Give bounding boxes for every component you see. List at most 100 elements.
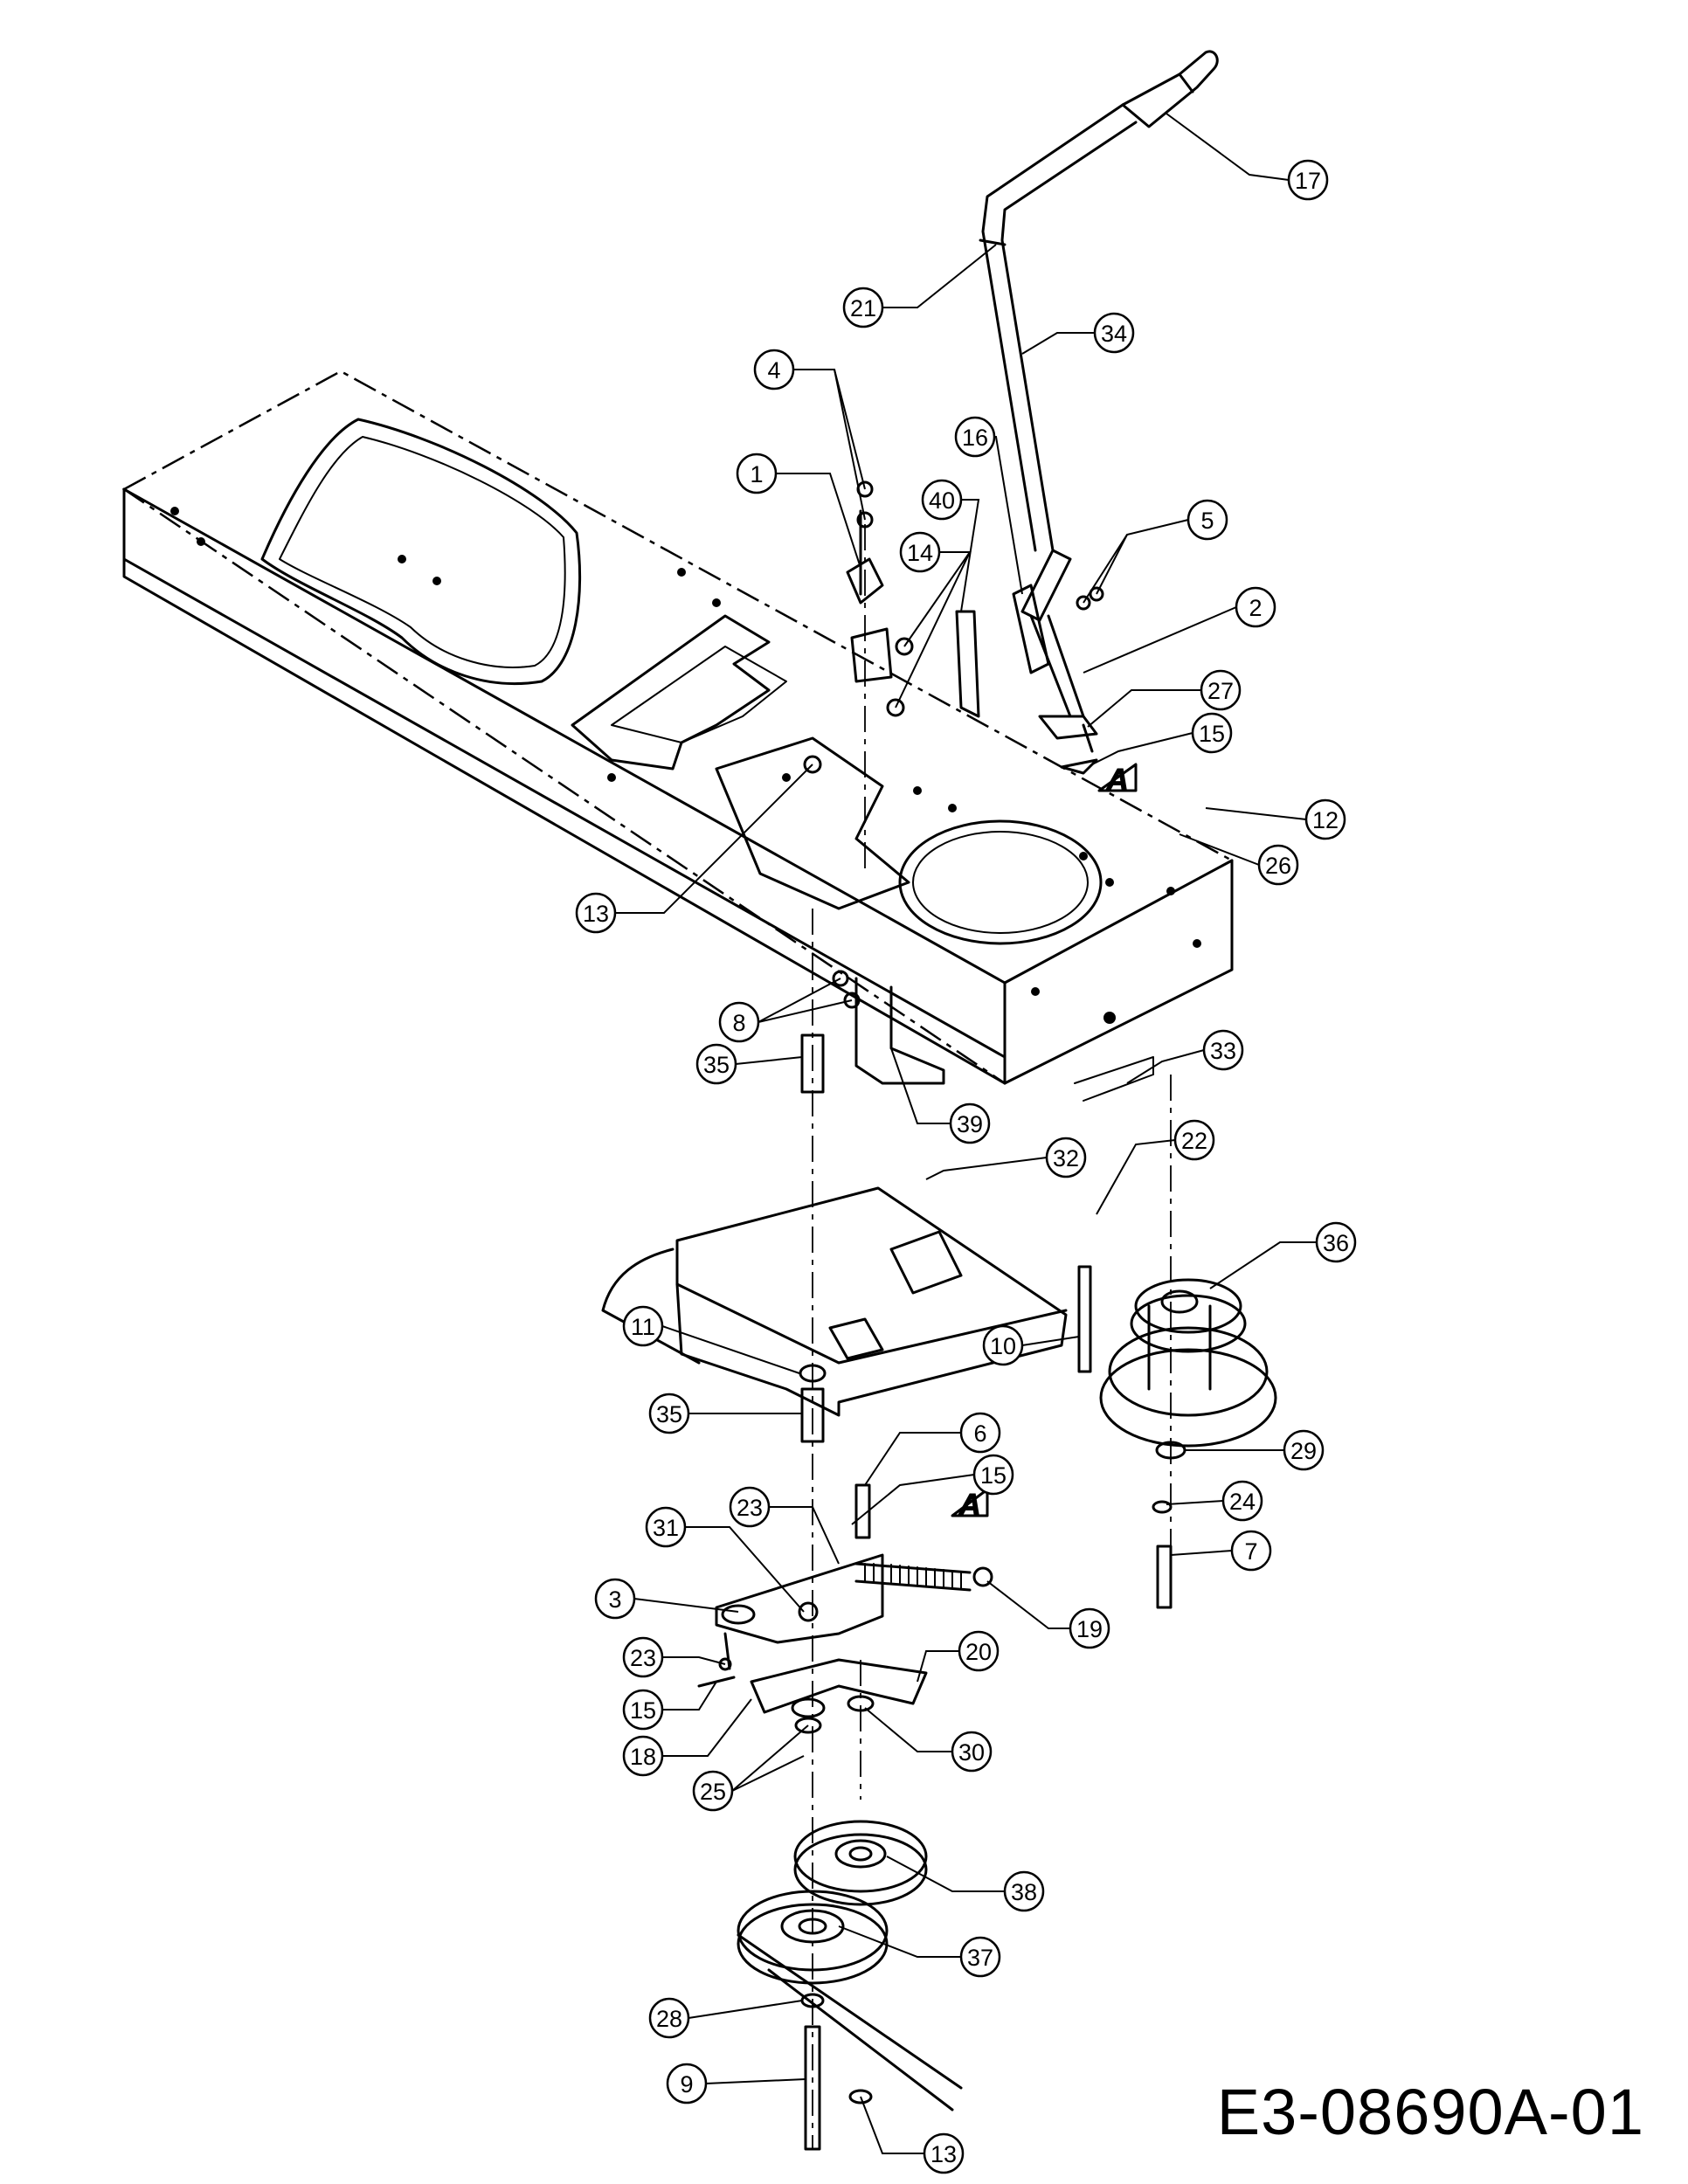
callout-2: 2 <box>1235 586 1276 628</box>
callout-14: 14 <box>899 531 941 573</box>
view-marker-upper: A <box>1097 762 1138 798</box>
callout-36: 36 <box>1315 1221 1357 1263</box>
callout-27: 27 <box>1200 669 1242 711</box>
svg-text:2: 2 <box>1249 595 1262 621</box>
svg-text:A: A <box>958 1487 981 1523</box>
callout-13-lower: 13 <box>923 2132 965 2174</box>
callout-7: 7 <box>1230 1530 1272 1572</box>
rod-10 <box>1077 1265 1092 1373</box>
svg-text:7: 7 <box>1244 1538 1257 1565</box>
callout-30: 30 <box>951 1731 993 1773</box>
svg-text:12: 12 <box>1312 807 1339 833</box>
callouts <box>615 113 1317 2154</box>
svg-text:15: 15 <box>630 1697 656 1724</box>
callout-8: 8 <box>718 1001 760 1043</box>
callout-34: 34 <box>1093 312 1135 354</box>
svg-text:39: 39 <box>957 1111 983 1137</box>
svg-text:23: 23 <box>737 1495 763 1521</box>
callout-35-upper: 35 <box>695 1043 737 1085</box>
svg-text:20: 20 <box>965 1639 992 1665</box>
callout-1: 1 <box>736 453 778 494</box>
callout-21: 21 <box>842 287 884 328</box>
callout-4: 4 <box>753 349 795 390</box>
callout-20: 20 <box>958 1630 1000 1672</box>
callout-5: 5 <box>1186 499 1228 541</box>
idler-pulley-38 <box>793 1820 928 1906</box>
callout-22: 22 <box>1173 1119 1215 1161</box>
callout-24: 24 <box>1221 1480 1263 1522</box>
svg-text:27: 27 <box>1207 678 1234 704</box>
svg-text:10: 10 <box>990 1333 1016 1359</box>
parts-upper-center <box>846 480 1104 874</box>
callout-31: 31 <box>645 1506 687 1548</box>
callout-39: 39 <box>949 1102 991 1144</box>
svg-text:1: 1 <box>750 461 763 487</box>
callout-32: 32 <box>1045 1137 1087 1178</box>
callout-28: 28 <box>648 1997 690 2039</box>
view-marker-lower: A <box>951 1487 989 1524</box>
callout-23-upper: 23 <box>729 1486 771 1528</box>
svg-text:25: 25 <box>700 1779 726 1805</box>
drawing-number: E3-08690A-01 <box>1216 2076 1644 2148</box>
svg-text:35: 35 <box>656 1401 682 1427</box>
callout-25: 25 <box>692 1770 734 1812</box>
shift-lever <box>955 50 1219 775</box>
tractor-frame <box>121 370 1234 1085</box>
callout-15-upper: 15 <box>1191 712 1233 754</box>
callout-6: 6 <box>959 1412 1001 1454</box>
svg-text:19: 19 <box>1076 1616 1103 1642</box>
transmission-pulley <box>1099 1278 1277 1609</box>
svg-text:5: 5 <box>1200 508 1214 534</box>
svg-text:40: 40 <box>929 487 955 514</box>
svg-text:18: 18 <box>630 1744 656 1770</box>
svg-text:14: 14 <box>907 540 933 566</box>
callout-18: 18 <box>622 1735 664 1777</box>
svg-text:15: 15 <box>980 1462 1007 1489</box>
svg-text:9: 9 <box>680 2071 693 2098</box>
callout-16: 16 <box>954 416 996 458</box>
svg-text:29: 29 <box>1290 1438 1317 1464</box>
svg-text:34: 34 <box>1101 321 1127 347</box>
callout-3: 3 <box>594 1578 636 1620</box>
svg-text:30: 30 <box>958 1739 985 1766</box>
svg-text:37: 37 <box>967 1945 993 1971</box>
svg-text:23: 23 <box>630 1645 656 1671</box>
svg-text:22: 22 <box>1181 1128 1207 1154</box>
svg-text:31: 31 <box>653 1515 679 1541</box>
svg-text:16: 16 <box>962 425 988 451</box>
callout-13-upper: 13 <box>575 892 617 934</box>
svg-text:3: 3 <box>608 1586 621 1613</box>
idler-pulley-37 <box>737 1890 963 2111</box>
svg-text:17: 17 <box>1295 168 1321 194</box>
frame-holes <box>170 507 1201 1024</box>
svg-text:38: 38 <box>1011 1879 1037 1905</box>
callout-10: 10 <box>982 1324 1024 1366</box>
callout-9: 9 <box>666 2063 708 2105</box>
svg-text:A: A <box>1105 762 1129 798</box>
svg-text:35: 35 <box>703 1052 730 1078</box>
svg-text:26: 26 <box>1265 853 1291 879</box>
callout-29: 29 <box>1283 1429 1325 1471</box>
svg-text:21: 21 <box>850 295 876 321</box>
callout-19: 19 <box>1069 1607 1110 1649</box>
lower-plate <box>601 1056 1154 1417</box>
svg-text:11: 11 <box>631 1314 655 1340</box>
svg-text:28: 28 <box>656 2006 682 2032</box>
callout-11: 11 <box>622 1305 664 1347</box>
svg-text:6: 6 <box>973 1420 986 1447</box>
callout-26: 26 <box>1257 844 1299 886</box>
callout-37: 37 <box>959 1936 1001 1978</box>
svg-text:13: 13 <box>583 901 609 927</box>
svg-text:13: 13 <box>930 2141 957 2167</box>
svg-text:4: 4 <box>767 357 780 384</box>
svg-text:36: 36 <box>1323 1230 1349 1256</box>
svg-text:15: 15 <box>1199 721 1225 747</box>
callout-23-lower: 23 <box>622 1636 664 1678</box>
callout-35-lower: 35 <box>648 1393 690 1434</box>
callout-labels: 1 2 3 4 5 6 7 8 9 10 11 12 13 13 14 15 1… <box>575 159 1357 2174</box>
svg-text:33: 33 <box>1210 1038 1236 1064</box>
callout-12: 12 <box>1304 798 1346 840</box>
callout-15-lower: 15 <box>622 1689 664 1731</box>
callout-15-middle: 15 <box>972 1454 1014 1496</box>
